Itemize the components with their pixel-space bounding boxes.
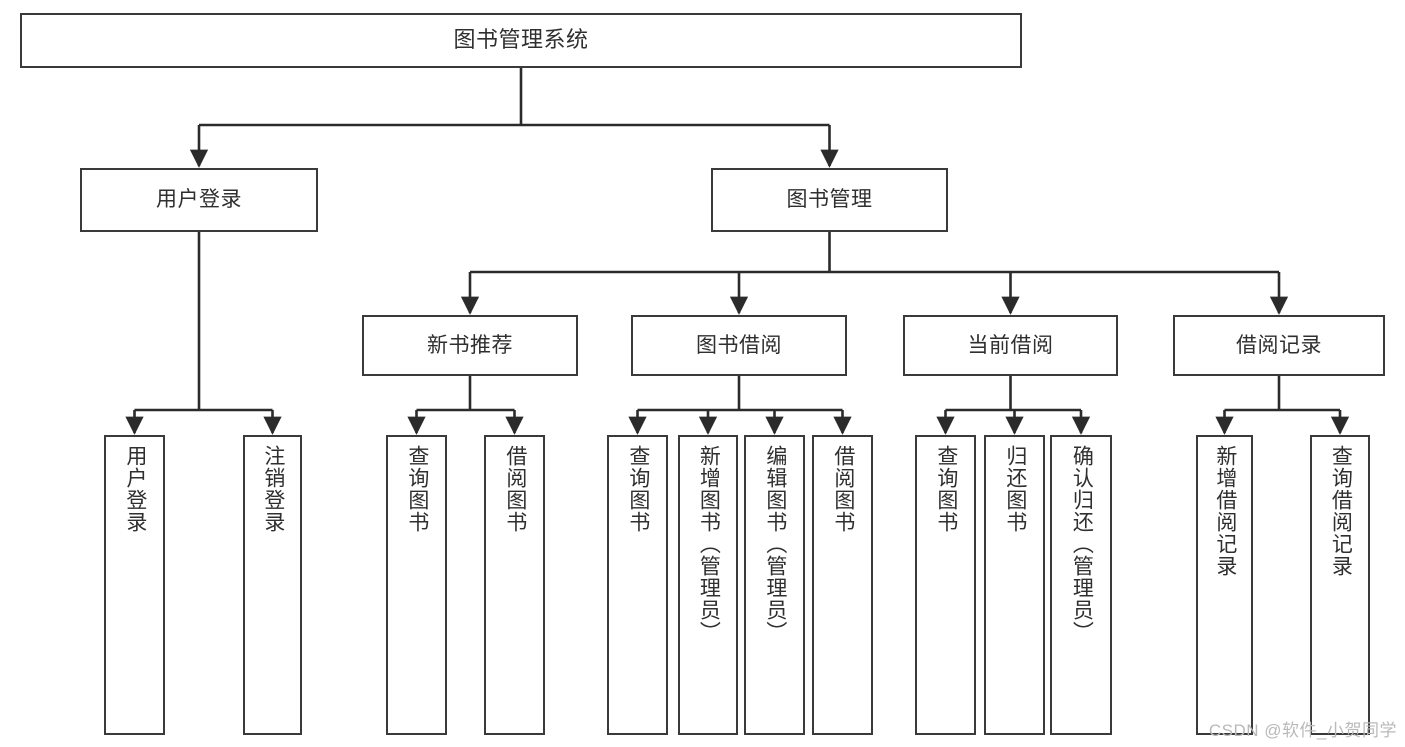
node-leaf-new-query[interactable]: 查询图书 — [386, 435, 447, 735]
node-label-login: 用户登录 — [156, 188, 242, 212]
node-leaf-b-edit[interactable]: 编辑图书（管理员） — [744, 435, 805, 735]
node-label-root: 图书管理系统 — [453, 27, 589, 53]
node-label-current: 当前借阅 — [967, 333, 1054, 357]
node-label-leaf-r-query: 查询借阅记录 — [1329, 445, 1353, 577]
node-leaf-r-query[interactable]: 查询借阅记录 — [1310, 435, 1370, 735]
node-leaf-b-query[interactable]: 查询图书 — [607, 435, 668, 735]
node-label-leaf-user-login: 用户登录 — [123, 445, 147, 533]
node-leaf-c-query[interactable]: 查询图书 — [915, 435, 976, 735]
node-label-leaf-b-edit: 编辑图书（管理员） — [763, 445, 787, 643]
node-borrow[interactable]: 图书借阅 — [631, 315, 847, 376]
node-leaf-user-logout[interactable]: 注销登录 — [243, 435, 302, 735]
node-label-borrow: 图书借阅 — [696, 333, 782, 357]
node-label-newbook: 新书推荐 — [427, 333, 513, 357]
node-label-leaf-c-query: 查询图书 — [934, 445, 958, 533]
node-leaf-r-add[interactable]: 新增借阅记录 — [1196, 435, 1253, 735]
node-leaf-c-confirm[interactable]: 确认归还（管理员） — [1050, 435, 1112, 735]
node-label-leaf-user-logout: 注销登录 — [261, 445, 285, 533]
node-login[interactable]: 用户登录 — [80, 168, 318, 232]
node-label-leaf-r-add: 新增借阅记录 — [1213, 445, 1237, 577]
node-label-leaf-b-query: 查询图书 — [626, 445, 650, 533]
node-label-leaf-b-add: 新增图书（管理员） — [697, 445, 721, 643]
node-leaf-new-borrow[interactable]: 借阅图书 — [484, 435, 545, 735]
node-leaf-b-borrow[interactable]: 借阅图书 — [812, 435, 873, 735]
node-records[interactable]: 借阅记录 — [1173, 315, 1385, 376]
node-label-leaf-c-confirm: 确认归还（管理员） — [1070, 445, 1094, 643]
node-root[interactable]: 图书管理系统 — [20, 13, 1022, 68]
node-newbook[interactable]: 新书推荐 — [362, 315, 578, 376]
node-label-leaf-new-borrow: 借阅图书 — [503, 445, 527, 533]
node-label-leaf-c-return: 归还图书 — [1003, 445, 1027, 533]
node-bookmgr[interactable]: 图书管理 — [711, 168, 948, 232]
node-leaf-b-add[interactable]: 新增图书（管理员） — [678, 435, 738, 735]
node-label-leaf-new-query: 查询图书 — [405, 445, 429, 533]
node-label-bookmgr: 图书管理 — [786, 188, 873, 212]
node-label-records: 借阅记录 — [1236, 333, 1322, 357]
node-label-leaf-b-borrow: 借阅图书 — [831, 445, 855, 533]
node-current[interactable]: 当前借阅 — [903, 315, 1118, 376]
node-leaf-c-return[interactable]: 归还图书 — [984, 435, 1045, 735]
node-leaf-user-login[interactable]: 用户登录 — [104, 435, 165, 735]
